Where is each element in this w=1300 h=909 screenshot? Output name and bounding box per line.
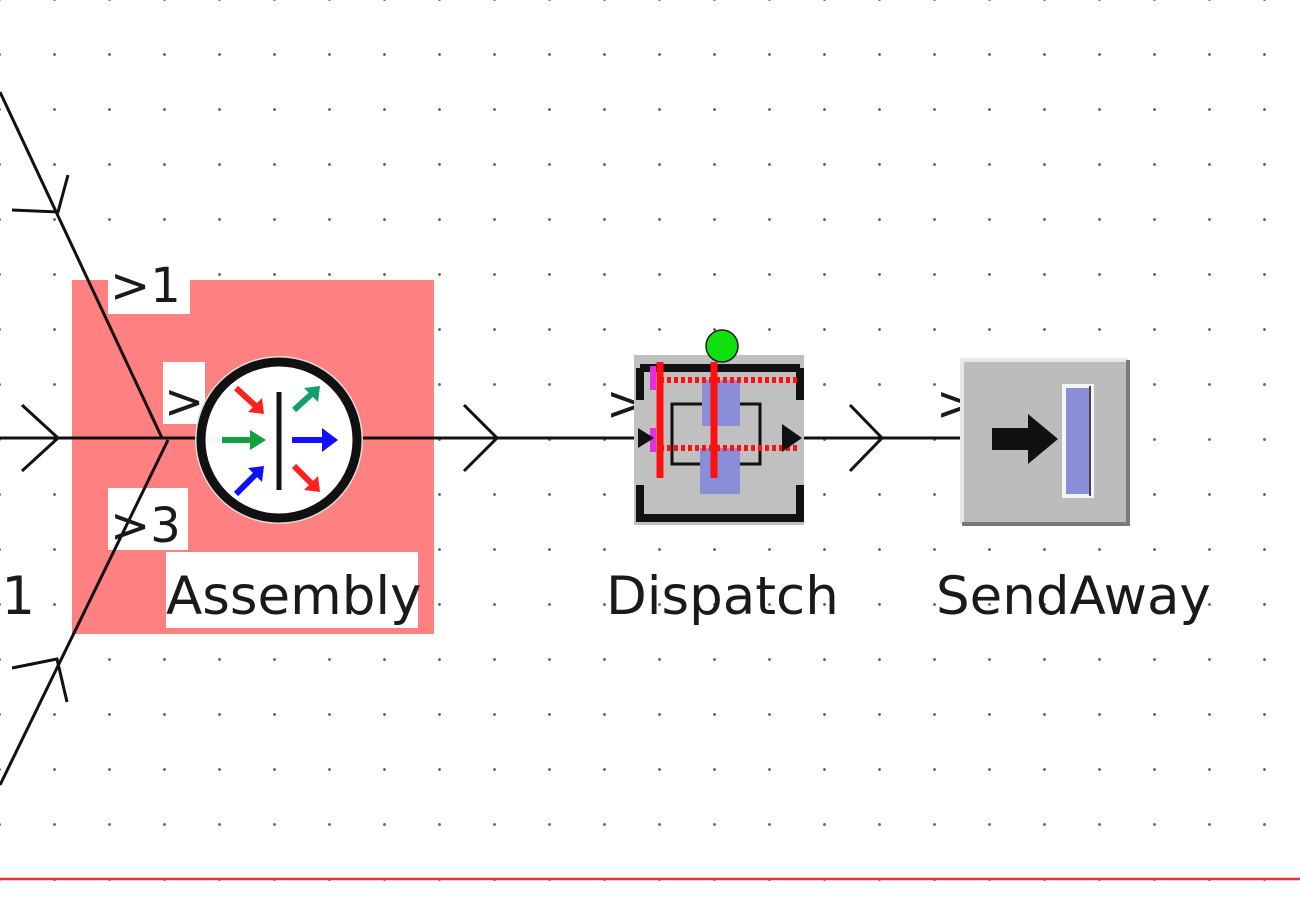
- assembly-port-label-1: >1: [110, 258, 181, 314]
- send-away-icon: [960, 358, 1130, 526]
- connector-input-3[interactable]: [0, 439, 170, 786]
- connector-arrow-1: [11, 174, 70, 214]
- dispatch-label: Dispatch: [606, 566, 839, 627]
- assembly-port-label-3: >3: [110, 498, 181, 554]
- assembly-label-bg: [166, 552, 418, 628]
- assembly-port-label-2: >: [164, 374, 204, 430]
- dispatch-node[interactable]: >: [606, 329, 839, 627]
- dispatch-icon: [634, 355, 804, 525]
- port-label-1-bg: [108, 258, 190, 314]
- assembly-node[interactable]: >1 > >3 Assembly: [110, 258, 421, 627]
- port-label-2-bg: [163, 362, 205, 424]
- connector-arrow-4: [462, 403, 500, 473]
- connector-arrow-3: [11, 657, 69, 703]
- dispatch-status-indicator: [705, 329, 739, 363]
- assembly-label: Assembly: [166, 566, 421, 627]
- assembly-icon: [195, 356, 363, 524]
- sendaway-node[interactable]: > SendAway: [936, 358, 1211, 627]
- left-node-partial-label: y1: [0, 566, 35, 627]
- connector-arrow-5: [848, 403, 885, 473]
- connector-input-1[interactable]: [0, 91, 164, 439]
- port-label-3-bg: [108, 488, 188, 550]
- connector-arrow-2: [20, 403, 61, 473]
- sendaway-label: SendAway: [936, 566, 1211, 627]
- connectors: [0, 91, 962, 786]
